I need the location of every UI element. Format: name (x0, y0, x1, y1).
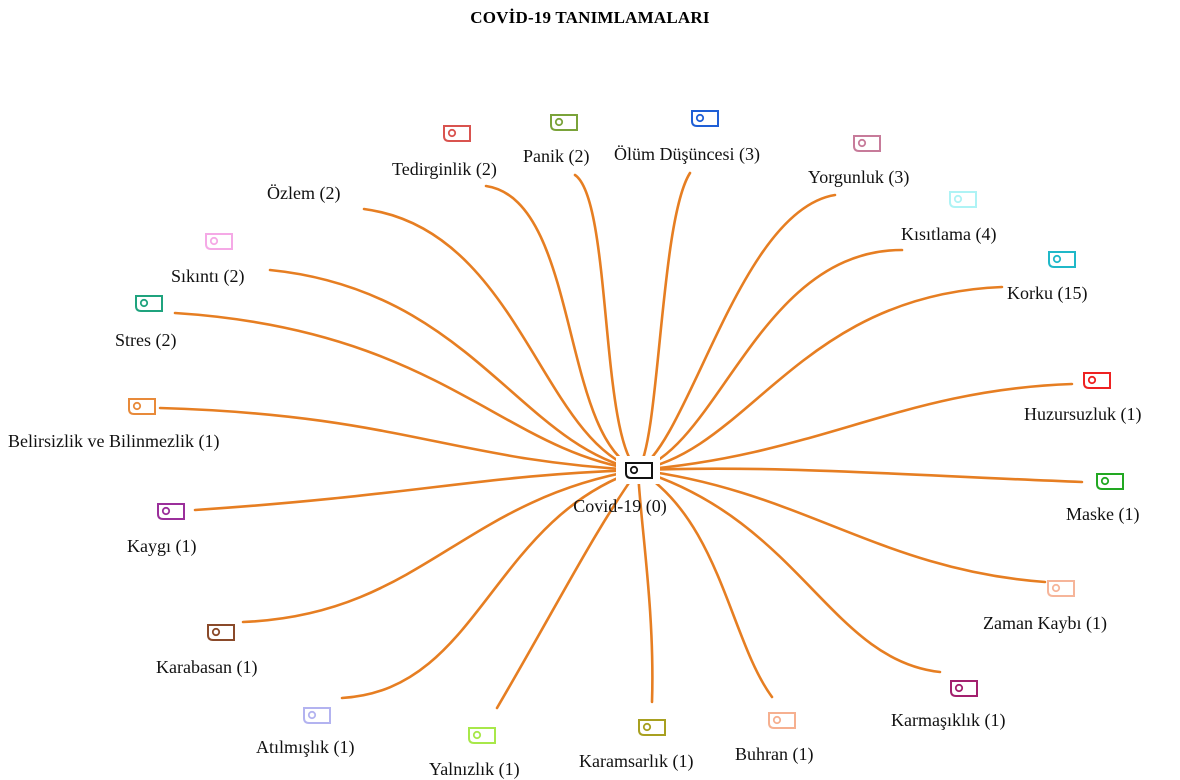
code-tag-icon (950, 680, 978, 697)
code-tag-icon (768, 712, 796, 729)
code-node[interactable]: Huzursuzluk (1) (1024, 372, 1141, 425)
edge-covid-to-16 (636, 468, 942, 674)
code-tag-icon (1083, 372, 1111, 389)
code-label: Ölüm Düşüncesi (3) (614, 144, 760, 165)
code-label: Korku (15) (1007, 283, 1087, 304)
code-tag-icon (1048, 251, 1076, 268)
code-tag-icon (691, 110, 719, 127)
code-node[interactable]: Zaman Kaybı (1) (983, 580, 1107, 634)
code-label: Karabasan (1) (156, 657, 257, 678)
code-node[interactable]: Stres (2) (115, 295, 177, 351)
code-tag-icon (303, 707, 331, 724)
edge-covid-to-3 (636, 171, 692, 472)
code-label: Stres (2) (115, 330, 177, 351)
edge-covid-to-13 (193, 468, 640, 512)
code-node[interactable]: Karmaşıklık (1) (891, 680, 1005, 731)
edge-covid-to-20 (636, 468, 774, 699)
edge-covid-to-8 (636, 285, 1004, 472)
edge-covid-to-2 (573, 173, 640, 472)
code-node[interactable]: Panik (2) (523, 114, 590, 167)
edge-covid-to-19 (636, 468, 654, 704)
code-tag-icon (1096, 473, 1124, 490)
edge-covid-to-15 (241, 468, 640, 624)
code-node[interactable]: Karabasan (1) (156, 624, 257, 678)
code-node[interactable]: Sıkıntı (2) (171, 233, 245, 287)
code-node[interactable]: Tedirginlik (2) (392, 125, 497, 180)
code-label: Kısıtlama (4) (901, 224, 996, 245)
code-tag-icon (1047, 580, 1075, 597)
code-label: Zaman Kaybı (1) (983, 613, 1107, 634)
code-label: Yalnızlık (1) (429, 759, 520, 780)
edge-covid-to-5 (362, 207, 640, 472)
code-tag-icon (205, 233, 233, 250)
code-tag-icon (853, 135, 881, 152)
code-label: Panik (2) (523, 146, 590, 167)
edge-covid-to-10 (636, 382, 1074, 472)
code-tag-icon (157, 503, 185, 520)
center-node[interactable]: Covid-19 (0) (573, 456, 667, 517)
edge-covid-to-9 (173, 311, 640, 472)
code-tag-icon (207, 624, 235, 641)
diagram-title: COVİD-19 TANIMLAMALARI (470, 8, 710, 27)
code-node[interactable]: Yorgunluk (3) (808, 135, 909, 188)
code-label: Belirsizlik ve Bilinmezlik (1) (8, 431, 219, 452)
code-tag-icon (638, 719, 666, 736)
code-tag-icon (949, 191, 977, 208)
edge-covid-to-17 (340, 468, 640, 700)
code-tag-icon (550, 114, 578, 131)
code-tag-icon (135, 295, 163, 312)
code-label: Sıkıntı (2) (171, 266, 245, 287)
code-node[interactable]: Yalnızlık (1) (429, 727, 520, 780)
code-label: Buhran (1) (735, 744, 813, 765)
edges-layer (158, 171, 1084, 710)
code-node[interactable]: Kaygı (1) (127, 503, 196, 557)
center-tag-icon (625, 462, 653, 479)
code-node[interactable]: Korku (15) (1007, 251, 1087, 304)
edge-covid-to-14 (636, 468, 1047, 584)
code-node[interactable]: Maske (1) (1066, 473, 1139, 525)
code-label: Kaygı (1) (127, 536, 196, 557)
code-node[interactable]: Buhran (1) (735, 712, 813, 765)
code-label: Atılmışlık (1) (256, 737, 355, 758)
code-label: Tedirginlik (2) (392, 159, 497, 180)
edge-covid-to-1 (484, 184, 640, 472)
code-node[interactable]: Kısıtlama (4) (901, 191, 996, 245)
code-node[interactable]: Belirsizlik ve Bilinmezlik (1) (8, 398, 219, 452)
code-label: Maske (1) (1066, 504, 1139, 525)
code-label: Karamsarlık (1) (579, 751, 693, 772)
edge-covid-to-12 (636, 467, 1084, 484)
code-tag-icon (128, 398, 156, 415)
edge-covid-to-11 (158, 406, 640, 472)
edge-covid-to-18 (495, 468, 640, 710)
code-label: Karmaşıklık (1) (891, 710, 1005, 731)
code-tag-icon (443, 125, 471, 142)
edge-covid-to-4 (636, 193, 837, 472)
edge-covid-to-6 (636, 248, 904, 472)
center-label: Covid-19 (0) (573, 496, 667, 517)
code-tag-icon (468, 727, 496, 744)
edge-covid-to-7 (268, 268, 640, 472)
code-node[interactable]: Ölüm Düşüncesi (3) (614, 110, 760, 165)
code-node[interactable]: Karamsarlık (1) (579, 719, 693, 772)
code-label: Yorgunluk (3) (808, 167, 909, 188)
code-node[interactable]: Özlem (2) (267, 183, 340, 204)
nodes-layer: Tedirginlik (2) Panik (2) Ölüm Düşüncesi (… (8, 110, 1141, 780)
code-label: Özlem (2) (267, 183, 340, 204)
code-node[interactable]: Atılmışlık (1) (256, 707, 355, 758)
code-label: Huzursuzluk (1) (1024, 404, 1141, 425)
